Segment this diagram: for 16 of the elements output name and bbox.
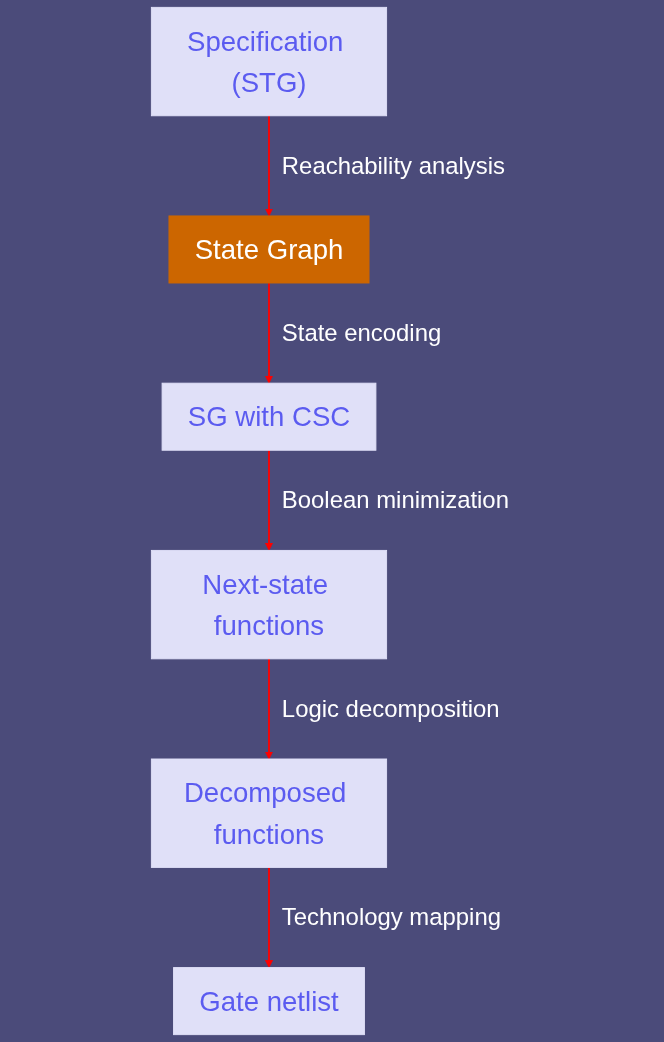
arrow	[264, 114, 274, 217]
process-box: State Graph	[168, 215, 370, 284]
edge-label: Reachability analysis	[281, 151, 505, 180]
arrow	[264, 449, 274, 551]
process-box: SG with CSC	[161, 382, 377, 451]
process-box: Decomposed functions	[150, 758, 388, 868]
arrow	[264, 866, 274, 968]
process-box: Specification (STG)	[150, 6, 388, 117]
edge-label: Boolean minimization	[281, 486, 509, 514]
process-box: Gate netlist	[173, 967, 365, 1036]
edge-label: Technology mapping	[281, 903, 501, 931]
arrow	[264, 282, 274, 384]
arrow	[264, 657, 274, 760]
edge-label: State encoding	[281, 318, 442, 347]
edge-label: Logic decomposition	[281, 694, 500, 723]
process-box: Next-state functions	[150, 549, 388, 660]
